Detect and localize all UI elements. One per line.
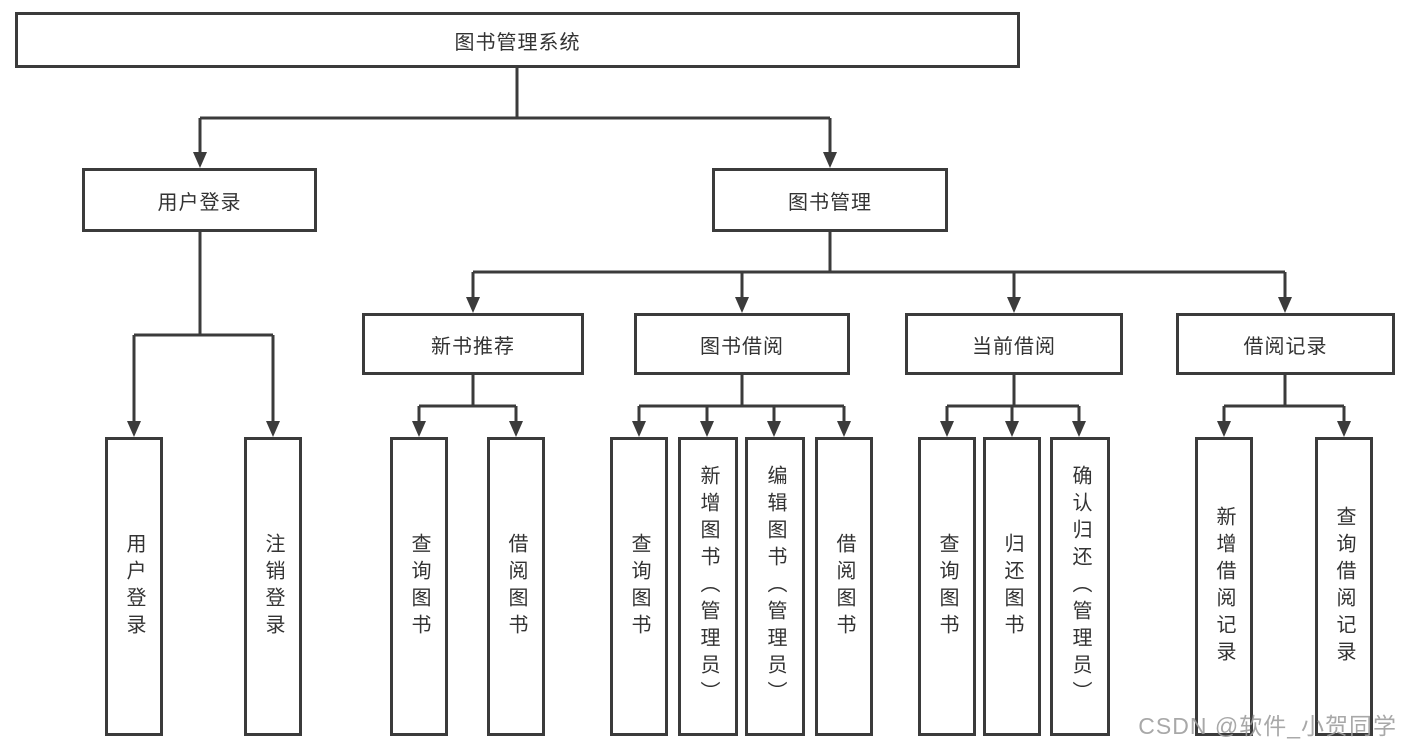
edge-root — [193, 68, 837, 168]
leaf-borrow-borrow-book-label: 借阅图书 — [833, 532, 855, 641]
node-root: 图书管理系统 — [15, 12, 1020, 68]
node-borrow-records-label: 借阅记录 — [1243, 335, 1328, 358]
node-user-login-label: 用户登录 — [157, 191, 242, 214]
leaf-borrow-edit-book-admin-label: 编辑图书（管理员） — [764, 465, 786, 708]
node-root-label: 图书管理系统 — [454, 31, 581, 54]
leaf-records-query-record-label: 查询借阅记录 — [1333, 505, 1355, 668]
leaf-recommend-query-book-label: 查询图书 — [408, 532, 430, 641]
node-current-borrow: 当前借阅 — [905, 313, 1123, 375]
leaf-current-return-book: 归还图书 — [983, 437, 1041, 736]
node-new-book-recommend-label: 新书推荐 — [431, 335, 515, 358]
node-borrow-records: 借阅记录 — [1176, 313, 1395, 375]
leaf-borrow-add-book-admin: 新增图书（管理员） — [678, 437, 738, 736]
edge-current-borrow — [940, 375, 1086, 437]
node-book-borrow-label: 图书借阅 — [700, 335, 784, 358]
watermark: CSDN @软件_小贺同学 — [1138, 713, 1397, 739]
leaf-borrow-query-book-label: 查询图书 — [628, 532, 650, 641]
edge-book-borrow — [632, 375, 851, 437]
leaf-borrow-query-book: 查询图书 — [610, 437, 668, 736]
leaf-recommend-borrow-book-label: 借阅图书 — [505, 532, 527, 641]
leaf-borrow-edit-book-admin: 编辑图书（管理员） — [745, 437, 805, 736]
node-user-login: 用户登录 — [82, 168, 317, 232]
leaf-current-return-book-label: 归还图书 — [1001, 532, 1023, 641]
leaf-records-add-record: 新增借阅记录 — [1195, 437, 1253, 736]
leaf-records-add-record-label: 新增借阅记录 — [1213, 505, 1235, 668]
leaf-borrow-add-book-admin-label: 新增图书（管理员） — [697, 465, 719, 708]
edge-book-management — [466, 232, 1292, 313]
node-new-book-recommend: 新书推荐 — [362, 313, 584, 375]
node-book-management-label: 图书管理 — [788, 191, 872, 214]
edge-borrow-records — [1217, 375, 1351, 437]
node-book-management: 图书管理 — [712, 168, 948, 232]
leaf-logout-login: 注销登录 — [244, 437, 302, 736]
leaf-user-login: 用户登录 — [105, 437, 163, 736]
leaf-recommend-borrow-book: 借阅图书 — [487, 437, 545, 736]
leaf-logout-login-label: 注销登录 — [262, 532, 284, 641]
node-book-borrow: 图书借阅 — [634, 313, 850, 375]
edge-new-book-recommend — [412, 375, 523, 437]
leaf-records-query-record: 查询借阅记录 — [1315, 437, 1373, 736]
leaf-current-confirm-return-admin-label: 确认归还（管理员） — [1069, 465, 1091, 708]
leaf-current-query-book-label: 查询图书 — [936, 532, 958, 641]
edge-user-login — [127, 232, 280, 437]
leaf-borrow-borrow-book: 借阅图书 — [815, 437, 873, 736]
leaf-current-query-book: 查询图书 — [918, 437, 976, 736]
leaf-current-confirm-return-admin: 确认归还（管理员） — [1050, 437, 1110, 736]
leaf-user-login-label: 用户登录 — [123, 532, 145, 641]
node-current-borrow-label: 当前借阅 — [972, 335, 1056, 358]
leaf-recommend-query-book: 查询图书 — [390, 437, 448, 736]
